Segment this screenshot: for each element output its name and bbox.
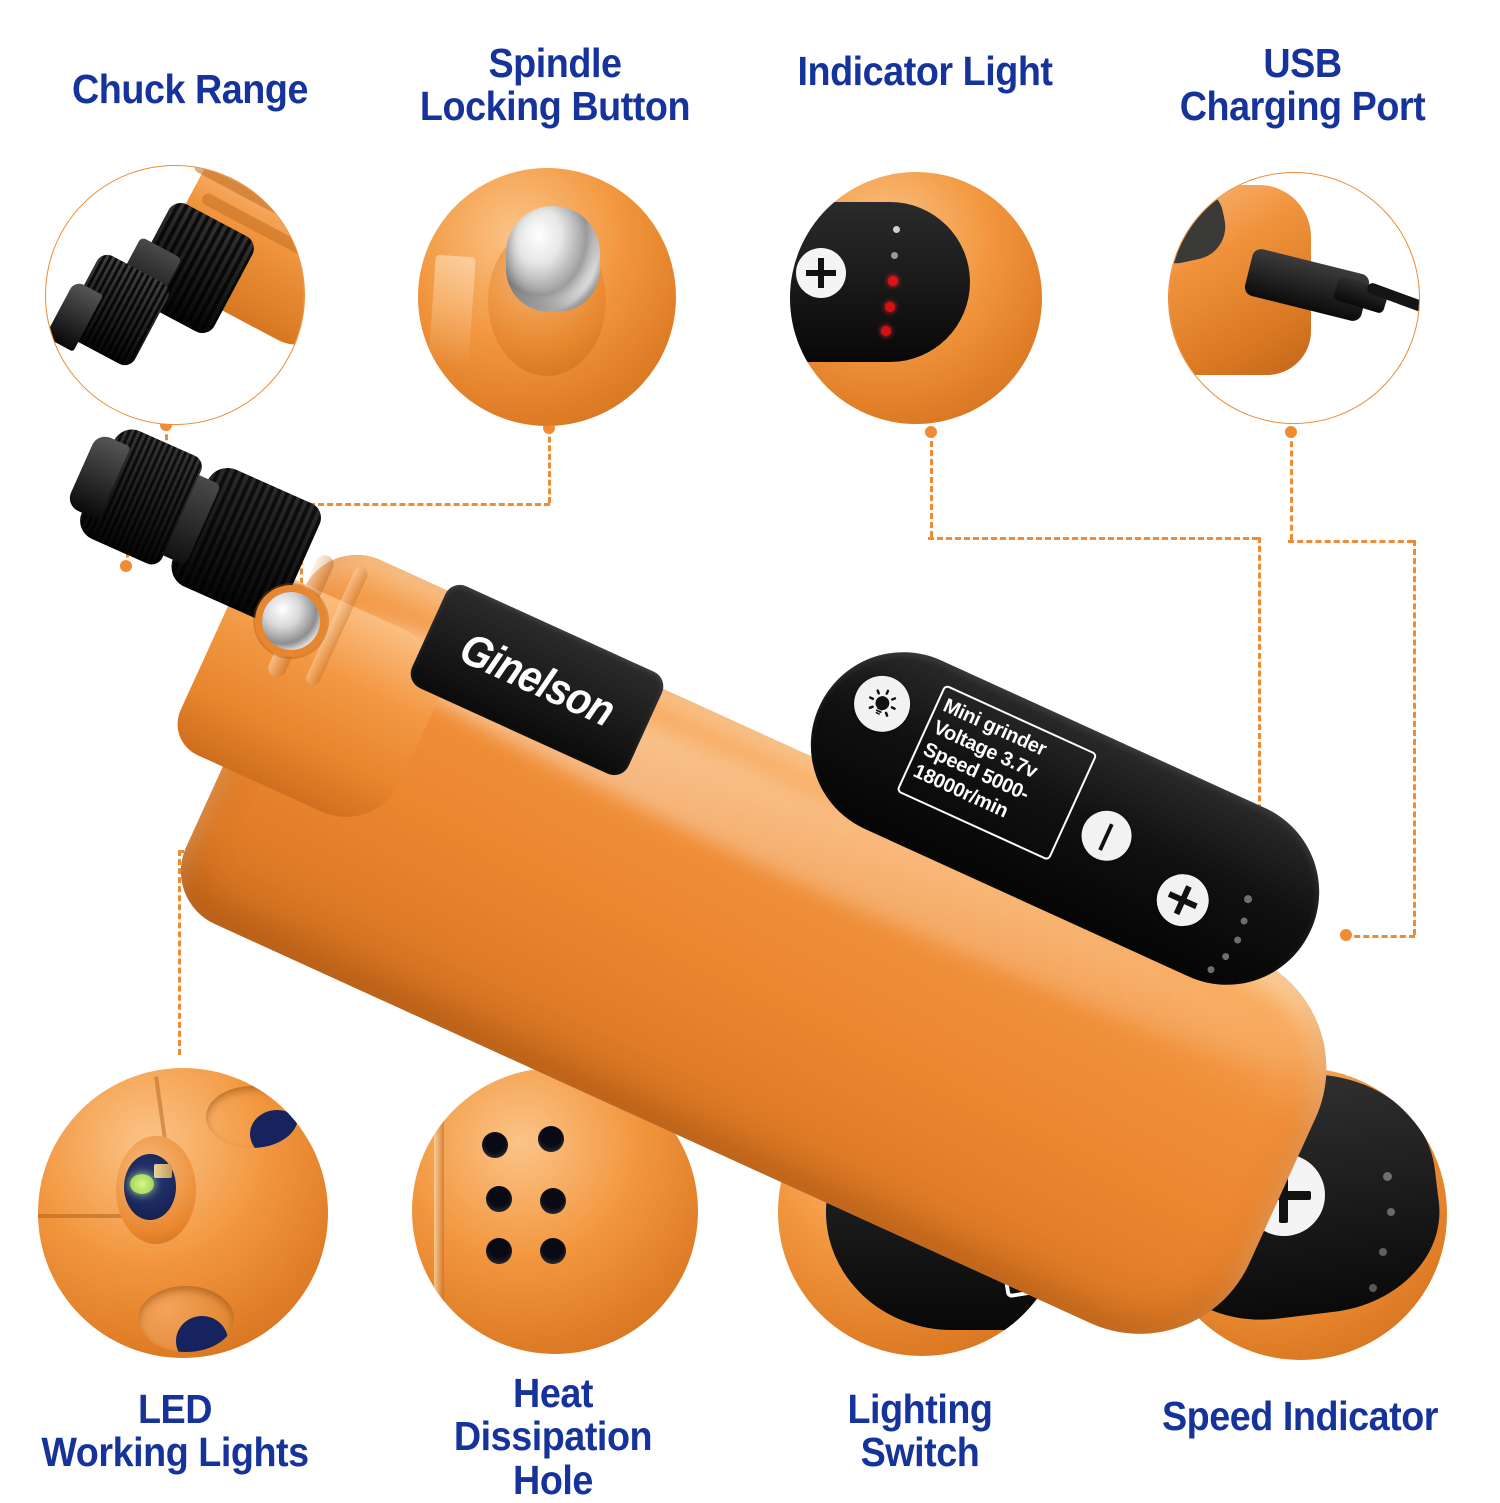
led-center-emitter	[130, 1174, 154, 1194]
detail-circle-usb-port	[1168, 172, 1420, 424]
indicator-plus-button[interactable]	[796, 248, 846, 298]
heat-hole-6	[540, 1238, 566, 1264]
callout-label-lighting-switch: Lighting Switch	[847, 1386, 993, 1476]
callout-label-usb-port: USB Charging Port	[1179, 40, 1426, 130]
connector-dot-indicator-top	[925, 426, 937, 438]
spindle-lock-button-chrome[interactable]	[506, 206, 600, 312]
connector-dot-usb-top	[1285, 426, 1297, 438]
led-lens-top	[250, 1110, 298, 1148]
connector-dot-usb-end	[1340, 929, 1352, 941]
connector-indicator-1	[930, 432, 933, 537]
light-bulb-icon	[868, 689, 897, 717]
panel-led-1	[1242, 893, 1254, 905]
callout-label-heat-hole: Heat Dissipation Hole	[453, 1370, 653, 1503]
connector-spindle-2	[300, 503, 550, 506]
panel-led-5	[1206, 965, 1216, 975]
heat-seam-ridge	[434, 1068, 444, 1354]
speed-led-1	[1383, 1172, 1392, 1181]
connector-dot-chuck-end	[120, 560, 132, 572]
light-switch-button[interactable]	[844, 666, 920, 741]
led-dot-2	[891, 252, 898, 259]
heat-hole-1	[482, 1132, 508, 1158]
detail-circle-indicator-light	[790, 172, 1042, 424]
callout-label-led-lights: LED Working Lights	[41, 1386, 309, 1476]
led-seam-left	[38, 1214, 178, 1218]
detail-circle-led-lights	[38, 1068, 328, 1358]
connector-usb-4	[1345, 935, 1415, 938]
callout-label-indicator-light: Indicator Light	[797, 48, 1053, 94]
speed-led-2	[1387, 1208, 1395, 1216]
connector-indicator-2	[928, 537, 1258, 540]
callout-label-chuck-range: Chuck Range	[72, 66, 308, 112]
led-center-contact	[154, 1164, 172, 1178]
connector-spindle-1	[548, 428, 551, 503]
heat-hole-3	[486, 1186, 512, 1212]
spindle-lock-button[interactable]	[262, 592, 320, 650]
callout-label-spindle-lock: Spindle Locking Button	[419, 40, 691, 130]
led-dot-4	[885, 302, 895, 312]
speed-led-4	[1369, 1284, 1377, 1292]
connector-usb-1	[1290, 432, 1293, 540]
led-pocket-bottom	[138, 1286, 234, 1352]
power-button[interactable]: |	[1073, 802, 1140, 869]
panel-led-2	[1239, 916, 1249, 926]
spindle-arrow-mark	[428, 254, 476, 368]
led-lens-bottom	[176, 1316, 228, 1352]
detail-circle-spindle-lock	[418, 168, 676, 426]
plus-icon-vertical	[818, 258, 824, 288]
panel-led-3	[1233, 935, 1243, 945]
connector-indicator-3	[1258, 537, 1261, 837]
panel-led-4	[1221, 951, 1231, 962]
connector-usb-3	[1413, 540, 1416, 935]
callout-label-speed-indicator: Speed Indicator	[1161, 1393, 1439, 1439]
connector-usb-2	[1288, 540, 1413, 543]
led-pocket-top	[206, 1086, 298, 1148]
speed-led-3	[1379, 1248, 1387, 1256]
heat-hole-5	[486, 1238, 512, 1264]
led-dot-1	[893, 226, 900, 233]
heat-hole-2	[538, 1126, 564, 1152]
led-dot-3	[888, 276, 898, 286]
speed-plus-button[interactable]	[1148, 865, 1218, 935]
heat-hole-4	[540, 1188, 566, 1214]
plus-icon-vertical	[1279, 1169, 1288, 1223]
led-dot-5	[881, 326, 891, 336]
control-panel: Mini grinder Voltage 3.7v Speed 5000- 18…	[780, 622, 1350, 1015]
power-button-label: |	[1096, 818, 1118, 853]
detail-circle-chuck-range	[45, 165, 305, 425]
connector-led-3	[178, 850, 181, 1055]
